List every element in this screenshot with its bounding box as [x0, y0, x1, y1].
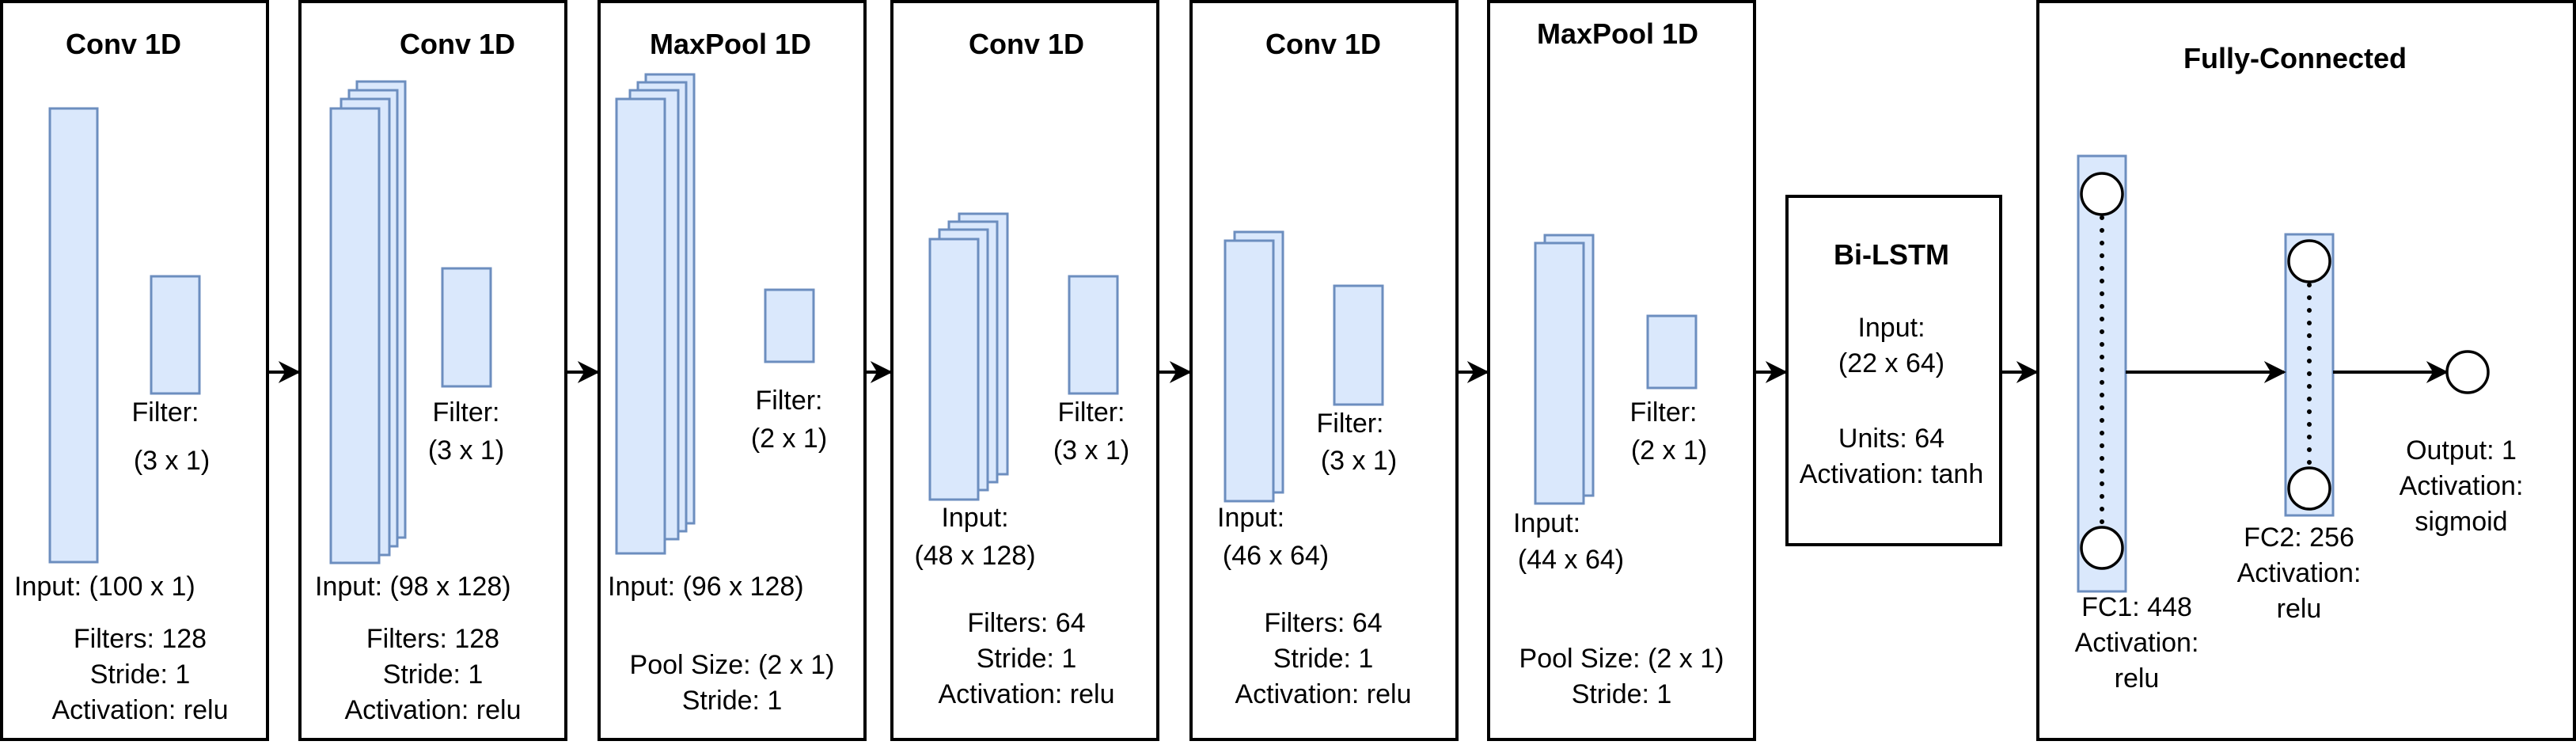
param-stride: Stride: 1 [1572, 679, 1672, 709]
input-label: Input: [1857, 313, 1925, 343]
input-shape: (44 x 64) [1518, 545, 1624, 575]
fc2-neuron-bottom [2287, 466, 2331, 511]
fc1-activation-label: Activation: [2075, 628, 2199, 658]
stage-fully-connected: Fully-Connected FC1: 448 Activation: rel… [2036, 0, 2576, 741]
param-pool-size: Pool Size: (2 x 1) [630, 650, 835, 680]
stage-maxpool1d-1: MaxPool 1D Filter: (2 x 1) Input: (96 x … [598, 0, 867, 741]
param-filters: Filters: 128 [366, 624, 499, 654]
output-neuron [2445, 350, 2490, 394]
filter-kernel [150, 275, 201, 395]
param-filters: Filters: 64 [967, 608, 1085, 638]
filter-label: Filter: [132, 397, 199, 428]
input-shape: (46 x 64) [1223, 541, 1329, 571]
filter-label: Filter: [756, 386, 823, 416]
param-filters: Filters: 128 [74, 624, 207, 654]
input-label: Input: [1513, 508, 1580, 538]
stage-title: Fully-Connected [2183, 42, 2407, 74]
filter-kernel [441, 267, 492, 388]
param-pool-size: Pool Size: (2 x 1) [1519, 644, 1724, 674]
filter-size: (3 x 1) [1321, 446, 1397, 476]
stage-title: MaxPool 1D [1537, 17, 1698, 50]
input-shape: (48 x 128) [914, 541, 1035, 571]
param-stride: Stride: 1 [977, 644, 1077, 674]
param-activation: Activation: relu [345, 695, 522, 725]
input-shape: (22 x 64) [1838, 348, 1944, 378]
stage-title: Conv 1D [400, 28, 515, 60]
activation: Activation: tanh [1800, 459, 1983, 489]
param-activation: Activation: relu [939, 679, 1115, 709]
stage-title: Conv 1D [969, 28, 1084, 60]
param-stride: Stride: 1 [383, 659, 484, 690]
fc2-neuron-top [2287, 239, 2331, 283]
fc1-neuron-top [2080, 172, 2124, 216]
param-activation: Activation: relu [52, 695, 229, 725]
feature-map [615, 97, 666, 555]
stage-maxpool1d-2: MaxPool 1D Filter: (2 x 1) Input: (44 x … [1487, 0, 1756, 741]
stage-title: Conv 1D [1265, 28, 1381, 60]
stage-title: Conv 1D [66, 28, 181, 60]
fc1-units: FC1: 448 [2081, 592, 2192, 622]
input-shape: Input: (96 x 128) [608, 572, 804, 602]
stage-box [1785, 195, 2002, 546]
input-label: Input: [1217, 503, 1284, 533]
stage-conv1d-2: Conv 1D Filter: (3 x 1) Input: (98 x 128… [298, 0, 567, 741]
output-units: Output: 1 [2406, 435, 2517, 466]
input-shape: Input: (100 x 1) [14, 572, 195, 602]
feature-map [1534, 241, 1585, 505]
filter-kernel [1646, 314, 1698, 390]
fc2-units: FC2: 256 [2244, 523, 2354, 553]
stage-conv1d-3: Conv 1D Filter: (3 x 1) Input: (48 x 128… [890, 0, 1159, 741]
input-shape: Input: (98 x 128) [315, 572, 511, 602]
input-label: Input: [941, 503, 1008, 533]
param-stride: Stride: 1 [90, 659, 191, 690]
filter-label: Filter: [433, 397, 500, 428]
filter-kernel [1068, 275, 1119, 395]
output-activation-label: Activation: [2400, 471, 2524, 501]
param-filters: Filters: 64 [1264, 608, 1382, 638]
units: Units: 64 [1838, 424, 1944, 454]
stage-conv1d-1: Conv 1D Filter: (3 x 1) Input: (100 x 1)… [0, 0, 269, 741]
filter-size: (3 x 1) [428, 435, 504, 466]
stage-title: MaxPool 1D [650, 28, 811, 60]
fc2-activation: relu [2277, 594, 2322, 624]
filter-label: Filter: [1058, 397, 1125, 428]
output-activation: sigmoid [2415, 507, 2507, 537]
fc2-activation-label: Activation: [2237, 558, 2362, 588]
filter-size: (2 x 1) [1631, 435, 1707, 466]
filter-kernel [1333, 284, 1384, 406]
param-stride: Stride: 1 [682, 686, 783, 716]
stage-box [0, 0, 269, 741]
stage-box [1487, 0, 1756, 741]
fc1-activation: relu [2115, 663, 2160, 694]
stage-conv1d-4: Conv 1D Filter: (3 x 1) Input: (46 x 64)… [1189, 0, 1459, 741]
feature-map [928, 238, 980, 501]
param-activation: Activation: relu [1235, 679, 1412, 709]
filter-size: (3 x 1) [134, 446, 210, 476]
stage-bilstm: Bi-LSTM Input: (22 x 64) Units: 64 Activ… [1785, 195, 2002, 546]
stage-title: Bi-LSTM [1834, 238, 1949, 271]
feature-map [48, 107, 99, 564]
filter-label: Filter: [1630, 397, 1698, 428]
filter-label: Filter: [1317, 409, 1384, 439]
param-stride: Stride: 1 [1273, 644, 1374, 674]
filter-size: (3 x 1) [1053, 435, 1129, 466]
fc1-neuron-bottom [2080, 526, 2124, 570]
filter-size: (2 x 1) [751, 424, 827, 454]
feature-map [329, 107, 381, 564]
feature-map [1224, 239, 1275, 503]
filter-kernel [764, 288, 815, 363]
